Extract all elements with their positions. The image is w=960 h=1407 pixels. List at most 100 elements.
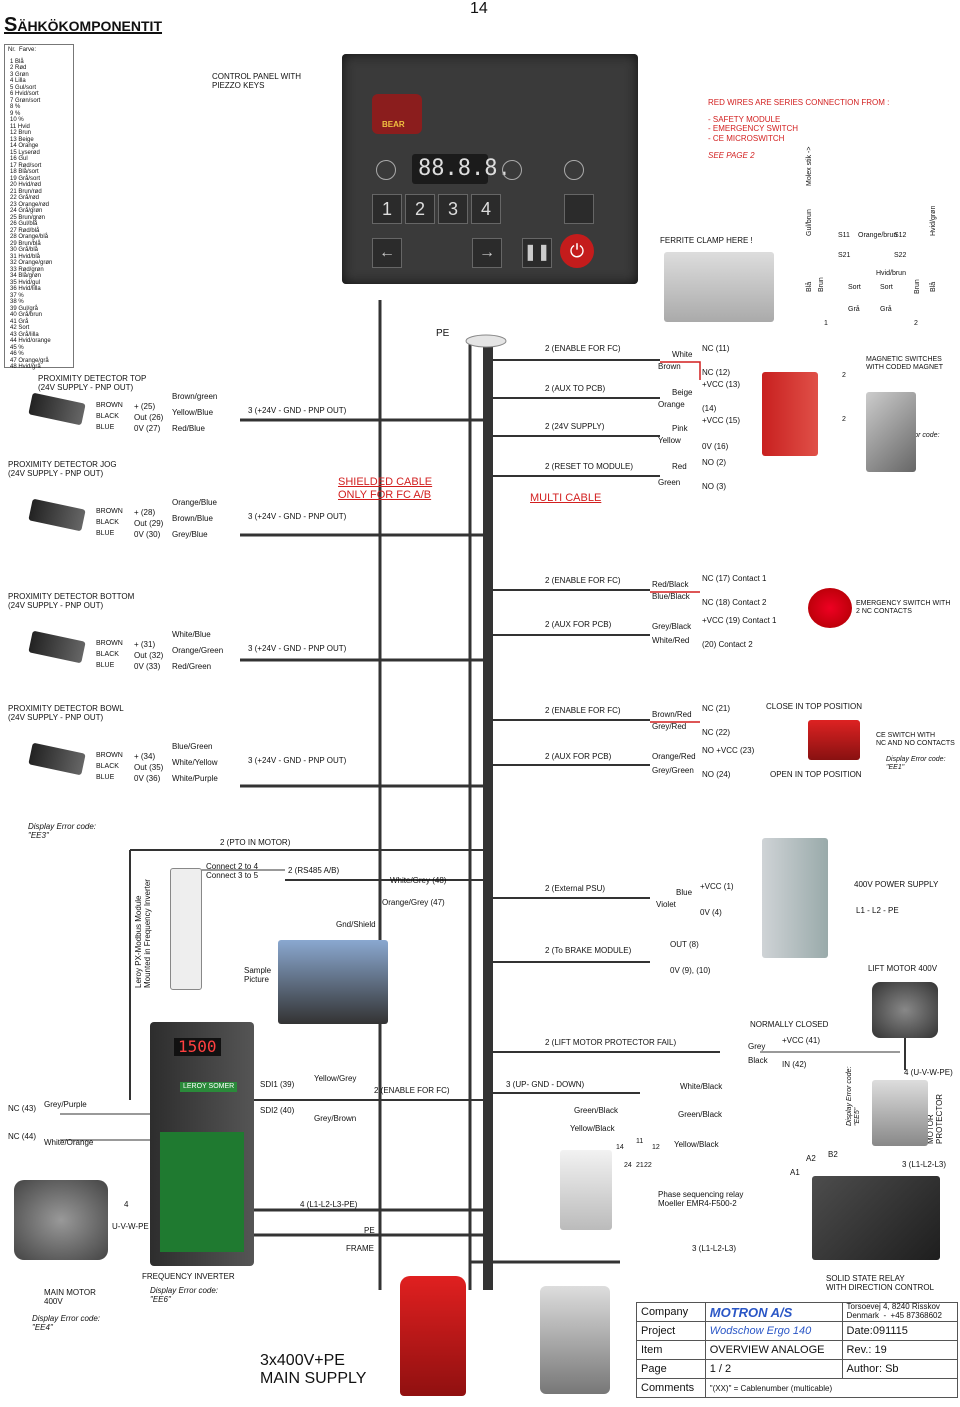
- inverter-pe: PE: [364, 1226, 375, 1235]
- magnetic-label: S21: [838, 252, 851, 259]
- ce-term: NC (21): [702, 704, 731, 713]
- legend-row: 7 Grøn/sort: [10, 97, 41, 104]
- psu-term: 0V (9), (10): [670, 966, 711, 975]
- arrow-left-icon[interactable]: ←: [372, 238, 402, 268]
- page-heading: Sähkökomponentit: [4, 14, 163, 36]
- sun-icon-left[interactable]: [376, 160, 396, 180]
- prox-pin: BLUE: [96, 424, 115, 431]
- legend-row: 45 %: [10, 344, 24, 351]
- ce-title: CE SWITCH WITH NC AND NO CONTACTS: [876, 732, 955, 748]
- ce-wire: Brown/Red: [652, 710, 692, 719]
- phase-a2: A2: [806, 1154, 816, 1163]
- lift-term: +VCC (41): [782, 1036, 821, 1045]
- panel-key[interactable]: 1: [372, 194, 402, 224]
- phase-updown: 3 (UP- GND - DOWN): [506, 1080, 585, 1089]
- lift-normally: NORMALLY CLOSED: [750, 1020, 829, 1029]
- page-value: 1 / 2: [704, 1359, 843, 1379]
- title-block: Company MOTRON A/S Torsoevej 4, 8240 Ris…: [636, 1302, 959, 1398]
- ce-wire: Orange/Red: [652, 752, 696, 761]
- safety-term: (14): [702, 404, 717, 413]
- prox-wire: Orange/Blue: [172, 498, 217, 507]
- prox-num: + (28): [134, 508, 156, 517]
- sample-picture-label: Sample Picture: [244, 966, 272, 985]
- prox-num: 0V (36): [134, 774, 161, 783]
- phase-title: Phase sequencing relay Moeller EMR4-F500…: [658, 1190, 744, 1209]
- legend-row: 4 Lilla: [10, 78, 26, 84]
- legend-row: 40 Grå/brun: [10, 312, 43, 318]
- pause-icon[interactable]: ❚❚: [522, 238, 552, 268]
- emergency-cable: 2 (ENABLE FOR FC): [545, 576, 621, 585]
- arrow-right-icon[interactable]: →: [472, 238, 502, 268]
- pto-label: 2 (PTO IN MOTOR): [220, 838, 291, 847]
- ce-cable: 2 (AUX FOR PCB): [545, 752, 612, 761]
- panel-display: 88.8.8.: [412, 154, 511, 184]
- control-panel-label: CONTROL PANEL WITH PIEZZO KEYS: [212, 72, 302, 91]
- safety-wire: Pink: [672, 424, 688, 433]
- panel-key[interactable]: 2: [405, 194, 435, 224]
- emergency-wire: Red/Black: [652, 580, 689, 589]
- legend-row: 5 Gul/sort: [10, 84, 37, 91]
- company-name: MOTRON A/S: [704, 1302, 843, 1322]
- author-label: Author:: [846, 1363, 883, 1375]
- prox-num: 0V (27): [134, 424, 161, 433]
- project-value: Wodschow Ergo 140: [704, 1321, 843, 1341]
- panel-key[interactable]: 4: [471, 194, 501, 224]
- emergency-title: EMERGENCY SWITCH WITH 2 NC CONTACTS: [856, 600, 951, 616]
- download-icon[interactable]: [564, 194, 594, 224]
- prox-pin: BROWN: [96, 402, 123, 409]
- sun-icon-right[interactable]: [564, 160, 584, 180]
- panel-key[interactable]: 3: [438, 194, 468, 224]
- power-icon[interactable]: ⏻: [560, 234, 594, 268]
- psu-term: OUT (8): [670, 940, 699, 949]
- inverter-uvwpe: U-V-W-PE: [112, 1222, 149, 1231]
- safety-wire: Red: [672, 462, 687, 471]
- psu-term: +VCC (1): [700, 882, 734, 891]
- magnetic-label: Orange/brun: [858, 232, 898, 239]
- inverter-wire: Grey/Purple: [44, 1100, 87, 1109]
- company-label: Company: [636, 1302, 706, 1322]
- prox-wire: Brown/green: [172, 392, 218, 401]
- legend-row: 46 %: [10, 351, 24, 357]
- emergency-wire: White/Red: [652, 636, 690, 645]
- db9-connector-image: [170, 868, 202, 990]
- legend-row: 15 Lyserød: [10, 149, 40, 156]
- ce-open: OPEN IN TOP POSITION: [770, 770, 862, 779]
- legend-row: 47 Orange/grå: [10, 357, 49, 364]
- lift-l123: 3 (L1-L2-L3): [902, 1160, 947, 1169]
- legend-header-nr: Nr.: [8, 47, 16, 53]
- legend-row: 11 Hvid: [10, 123, 30, 130]
- legend-row: 28 Orange/blå: [10, 234, 49, 240]
- sun-icon-mid[interactable]: [502, 160, 522, 180]
- psu-power: 400V POWER SUPPLY: [854, 880, 939, 889]
- legend-row: 39 Gul/grå: [10, 305, 39, 312]
- legend-row: 21 Brun/rød: [10, 188, 42, 195]
- mixer-image: [540, 1286, 610, 1394]
- prox-num: + (34): [134, 752, 156, 761]
- legend-row: 2 Rød: [10, 65, 27, 71]
- phase-l123: 3 (L1-L2-L3): [692, 1244, 737, 1253]
- item-label: Item: [636, 1340, 706, 1360]
- lift-motor-label: LIFT MOTOR 400V: [868, 964, 938, 973]
- prox-bowl-error: Display Error code: "EE3": [28, 822, 97, 841]
- psu-cable: 2 (External PSU): [545, 884, 606, 893]
- prox-cable: 3 (+24V - GND - PNP OUT): [248, 512, 347, 521]
- psu-wire: Violet: [656, 900, 676, 909]
- modbus-module-label: Leroy PX-Modbus Module Mounted in Freque…: [134, 879, 153, 988]
- prox-num: Out (29): [134, 519, 164, 528]
- multi-cable-note: MULTI CABLE: [530, 492, 602, 504]
- safety-wire: Brown: [658, 362, 681, 371]
- magnetic-label: Hvid/brun: [876, 270, 906, 277]
- safety-term: NC (12): [702, 368, 731, 377]
- project-label: Project: [636, 1321, 706, 1341]
- emergency-term: NC (17) Contact 1: [702, 574, 767, 583]
- legend-row: 16 Gul: [10, 156, 28, 162]
- magnetic-label: S12: [894, 232, 907, 239]
- phase-pin: 24: [624, 1162, 632, 1169]
- safety-wire: Orange: [658, 400, 685, 409]
- prox-pin: BROWN: [96, 508, 123, 515]
- red-note-line: SEE PAGE 2: [708, 150, 755, 160]
- phase-pin: 22: [644, 1162, 652, 1169]
- ce-error: Display Error code: "EE1": [886, 756, 946, 772]
- prox-num: 0V (33): [134, 662, 161, 671]
